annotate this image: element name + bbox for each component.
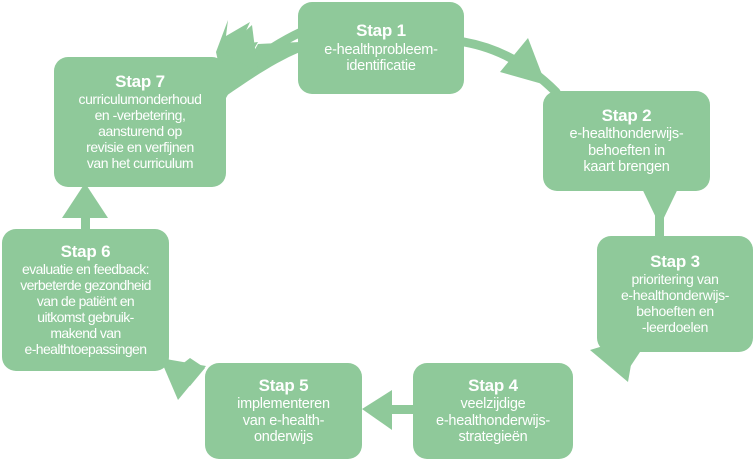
step-5-body: implementeren van e-health- onderwijs (237, 396, 330, 446)
step-1-body: e-healthprobleem- identificatie (324, 41, 438, 75)
arrow-7-to-1 (216, 20, 311, 98)
step-4-body: veelzijdige e-healthonderwijs- strategie… (436, 396, 550, 446)
step-3-body: prioritering van e-healthonderwijs- beho… (620, 271, 730, 336)
step-box-4[interactable]: Stap 4 veelzijdige e-healthonderwijs- st… (413, 363, 573, 459)
step-box-2[interactable]: Stap 2 e-healthonderwijs- behoeften in k… (543, 91, 710, 191)
step-2-line-3: kaart brengen (583, 159, 670, 176)
step-box-6[interactable]: Stap 6 evaluatie en feedback: verbeterde… (2, 229, 169, 371)
step-box-7[interactable]: Stap 7 curriculumonderhoud en -verbeteri… (54, 57, 226, 187)
step-6-line-6: e-healthtoepassingen (24, 341, 147, 358)
step-6-title: Stap 6 (60, 241, 111, 261)
arrow-4-to-5 (362, 390, 414, 430)
step-3-line-3: behoeften en (636, 303, 714, 320)
step-6-body: evaluatie en feedback: verbeterde gezond… (20, 261, 151, 358)
step-7-line-4: revisie en verfijnen (86, 139, 194, 156)
step-4-line-3: strategieën (458, 429, 528, 446)
step-3-title: Stap 3 (650, 251, 700, 271)
step-7-line-5: van het curriculum (86, 155, 194, 172)
step-6-line-1: evaluatie en feedback: (22, 261, 150, 278)
step-4-title: Stap 4 (468, 376, 518, 396)
step-6-line-2: verbeterde gezondheid (20, 277, 151, 294)
arrow-6-to-7 (62, 183, 108, 234)
step-2-body: e-healthonderwijs- behoeften in kaart br… (570, 126, 684, 176)
step-box-5[interactable]: Stap 5 implementeren van e-health- onder… (205, 363, 362, 459)
step-6-line-3: van de patiënt en (36, 293, 135, 310)
step-4-line-2: e-healthonderwijs- (436, 412, 550, 429)
step-3-line-4: -leerdoelen (641, 319, 709, 336)
step-7-title: Stap 7 (115, 71, 165, 91)
step-box-1[interactable]: Stap 1 e-healthprobleem- identificatie (298, 2, 464, 94)
step-7-line-2: en -verbetering, (94, 107, 186, 124)
step-3-line-2: e-healthonderwijs- (620, 287, 730, 304)
arrow-1-to-2 (459, 37, 561, 97)
step-5-line-1: implementeren (237, 396, 330, 413)
step-6-line-5: makend van (50, 325, 121, 342)
step-3-line-1: prioritering van (631, 271, 719, 288)
step-5-title: Stap 5 (258, 376, 309, 396)
step-box-3[interactable]: Stap 3 prioritering van e-healthonderwij… (597, 236, 753, 352)
step-2-title: Stap 2 (601, 106, 652, 126)
step-1-line-1: e-healthprobleem- (324, 41, 438, 58)
step-2-line-2: behoeften in (588, 142, 665, 159)
step-7-line-1: curriculumonderhoud (78, 91, 202, 108)
step-6-line-4: uitkomst gebruik- (37, 309, 134, 326)
step-7-body: curriculumonderhoud en -verbetering, aan… (78, 91, 202, 172)
step-1-title: Stap 1 (356, 21, 406, 41)
step-7-line-3: aansturend op (98, 123, 182, 140)
step-2-line-1: e-healthonderwijs- (569, 126, 684, 143)
step-5-line-3: onderwijs (253, 429, 313, 446)
step-5-line-2: van e-health- (242, 412, 325, 429)
step-1-line-2: identificatie (346, 58, 416, 75)
step-4-line-1: veelzijdige (460, 396, 526, 413)
